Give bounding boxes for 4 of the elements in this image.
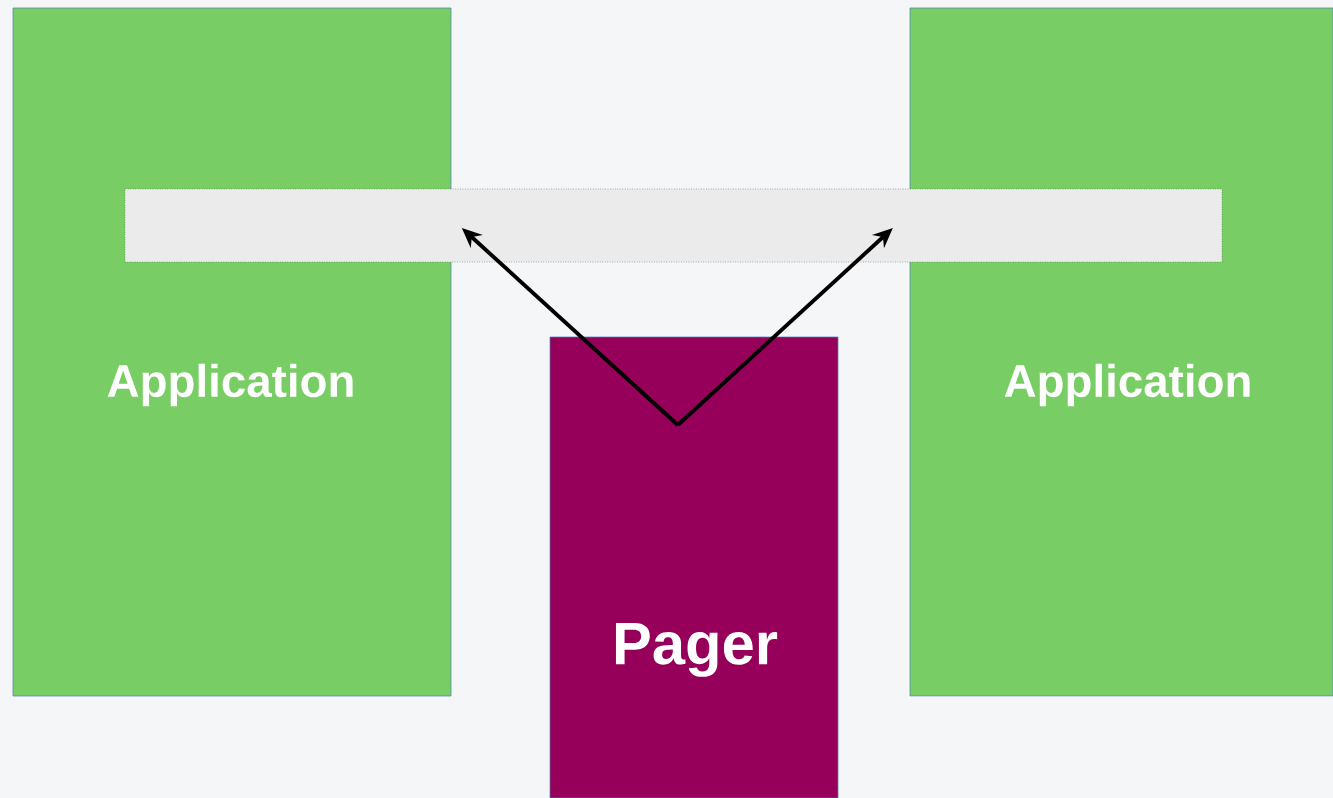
application-box: Application (909, 7, 1333, 697)
application-box: Application (12, 7, 452, 697)
pager-box: Pager (549, 336, 839, 798)
band-bar (124, 188, 1223, 263)
